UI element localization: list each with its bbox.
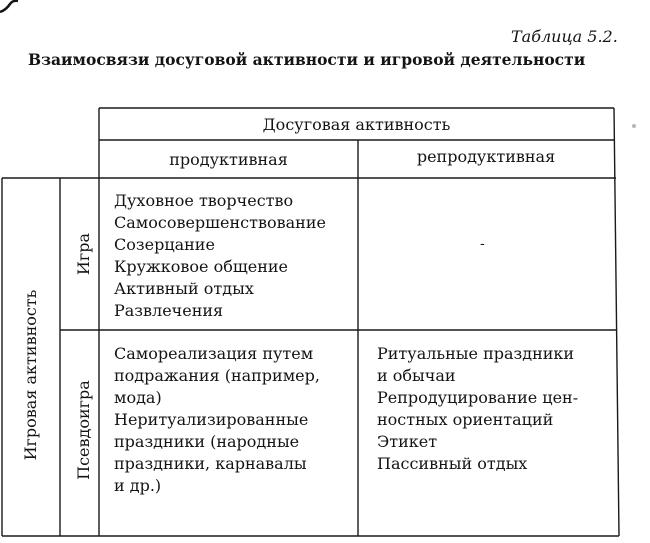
list-item: Ритуальные праздники: [377, 344, 575, 363]
row-label-pseudogame: Псевдоигра: [74, 380, 93, 480]
list-item: Духовное творчество: [114, 191, 294, 210]
list-item: Репродуцирование цен-: [377, 388, 579, 407]
header-reproductive: репродуктивная: [416, 147, 556, 166]
game-productive-list: Духовное творчество Самосовершенствовани…: [114, 190, 326, 322]
table-number: Таблица 5.2.: [511, 27, 618, 46]
scan-speck: [632, 124, 636, 128]
header-productive: продуктивная: [169, 150, 288, 169]
list-item: и обычаи: [377, 366, 456, 385]
list-item: Самосовершенствование: [114, 213, 326, 232]
list-item: Неритуализированные: [114, 410, 309, 429]
list-item: Этикет: [377, 432, 438, 451]
list-item: подражания (например,: [114, 366, 320, 385]
list-item: Кружковое общение: [114, 257, 288, 276]
list-item: Созерцание: [114, 235, 215, 254]
row-label-game: Игра: [74, 232, 93, 276]
game-reproductive-empty: -: [480, 236, 485, 252]
header-leisure-activity: Досуговая активность: [262, 115, 451, 134]
list-item: Развлечения: [114, 301, 224, 320]
pseudogame-reproductive-list: Ритуальные праздники и обычаи Репродуцир…: [377, 343, 578, 475]
list-item: Самореализация путем: [114, 344, 314, 363]
list-item: праздники, карнавалы: [114, 454, 307, 473]
list-item: Активный отдых: [114, 279, 254, 298]
table-title: Взаимосвязи досуговой активности и игров…: [28, 50, 586, 69]
list-item: и др.): [114, 476, 162, 495]
corner-ornament: [0, 0, 19, 14]
row-group-label: Игровая активность: [21, 289, 40, 461]
list-item: праздники (народные: [114, 432, 300, 451]
list-item: мода): [114, 388, 162, 407]
list-item: Пассивный отдых: [377, 454, 528, 473]
list-item: ностных ориентаций: [377, 410, 554, 429]
pseudogame-productive-list: Самореализация путем подражания (наприме…: [114, 343, 320, 497]
